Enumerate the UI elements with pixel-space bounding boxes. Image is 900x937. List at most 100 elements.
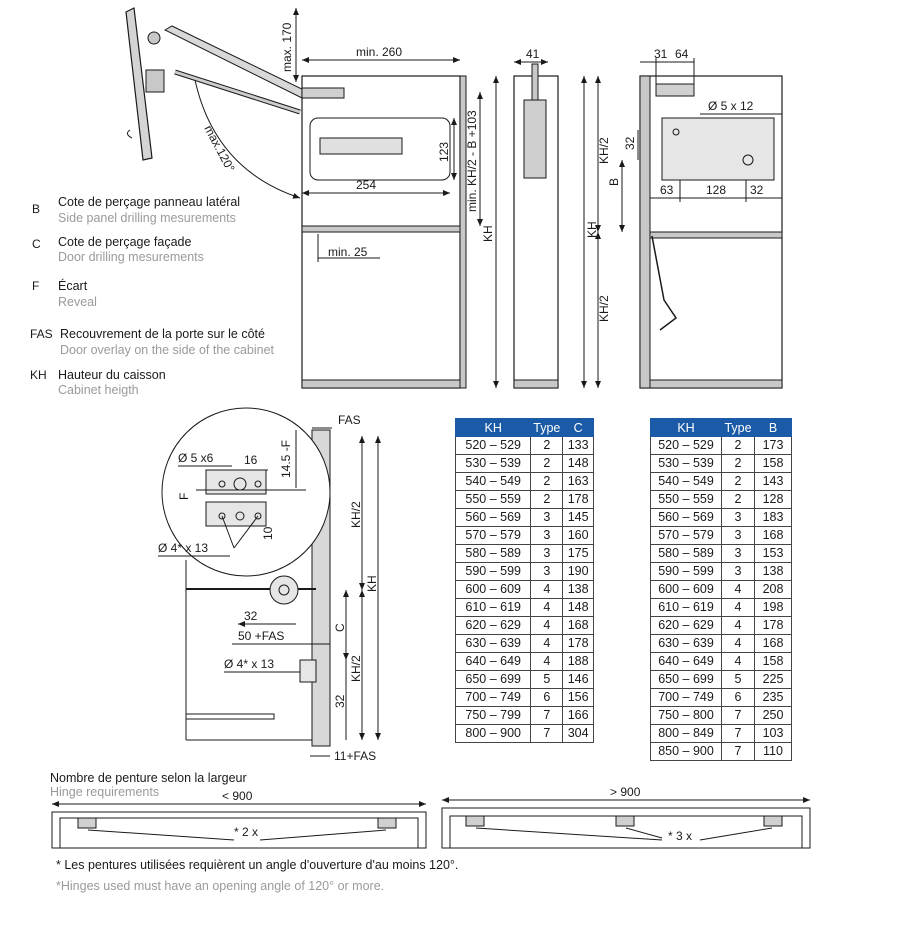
cell-kh: 580 – 589 [454,544,532,563]
mechanism-body [309,117,451,181]
cell-kh: 560 – 569 [650,508,722,527]
dim-123: 123 [437,142,451,162]
lift-arm-front [651,235,678,331]
cell-kh: 630 – 639 [454,634,532,653]
cell-kh: 620 – 629 [650,616,722,635]
cell-value: 145 [562,508,594,527]
cell-kh: 610 – 619 [454,598,532,617]
dim-min-260: min. 260 [356,45,402,59]
cell-kh: 700 – 749 [650,688,722,707]
col-header-type: Type [721,418,755,437]
cell-value: 146 [562,670,594,689]
cell-kh: 750 – 799 [454,706,532,725]
mechanism-front [661,117,775,181]
cell-kh: 640 – 649 [454,652,532,671]
cell-value: 225 [754,670,792,689]
dim-fas: FAS [338,413,361,427]
cell-value: 235 [754,688,792,707]
cell-kh: 580 – 589 [650,544,722,563]
cell-value: 208 [754,580,792,599]
cell-kh: 640 – 649 [650,652,722,671]
front-view: 31 64 Ø 5 x 12 KH/2 KH KH/2 B 32 63 128 … [581,47,783,389]
dim-32-door: 32 [244,609,258,623]
dim-min-25: min. 25 [328,245,368,259]
cell-kh: 550 – 559 [650,490,722,509]
cell-kh: 610 – 619 [650,598,722,617]
cell-value: 183 [754,508,792,527]
hinge-right-large [763,815,783,827]
cell-kh: 540 – 549 [454,472,532,491]
cell-type: 7 [721,742,755,761]
dim-min-kh2-b-103: min. KH/2 - B +103 [465,110,479,212]
cell-type: 4 [721,652,755,671]
cell-type: 6 [530,688,564,707]
col-header-type: Type [530,418,564,437]
cell-value: 178 [754,616,792,635]
cell-type: 7 [530,724,564,743]
footnote-en: *Hinges used must have an opening angle … [56,879,385,893]
dim-kh-door: KH [365,575,379,592]
dim-16: 16 [244,453,258,467]
label-3x: * 3 x [668,829,692,843]
dim-kh-front: KH [585,221,599,238]
cell-type: 7 [721,724,755,743]
hinge-plate [145,69,165,93]
cell-type: 4 [530,652,564,671]
hinge-center-large [615,815,635,827]
cell-type: 4 [530,598,564,617]
cell-type: 4 [530,634,564,653]
cell-type: 7 [721,706,755,725]
cell-type: 4 [721,580,755,599]
cell-type: 4 [530,616,564,635]
legend-fr-f: Écart [58,278,88,293]
cell-type: 3 [721,526,755,545]
cell-value: 160 [562,526,594,545]
cell-value: 250 [754,706,792,725]
dim-kh2-door-top: KH/2 [349,501,363,528]
door-panel-open [125,7,153,161]
hinge-left-small [77,817,97,829]
cell-kh: 850 – 900 [650,742,722,761]
cell-type: 6 [721,688,755,707]
dim-5x12: Ø 5 x 12 [708,99,754,113]
cell-value: 158 [754,454,792,473]
side-view: 41 [513,47,559,389]
cell-kh: 570 – 579 [650,526,722,545]
dim-64: 64 [675,47,689,61]
dim-kh2-door-bottom: KH/2 [349,655,363,682]
dim-kh2-top: KH/2 [597,137,611,164]
cell-type: 7 [530,706,564,725]
legend-fr-c: Cote de perçage façade [58,235,191,249]
cell-type: 3 [721,562,755,581]
col-header-kh: KH [454,418,532,437]
label-gt-900: > 900 [610,785,641,799]
opening-arc [194,79,301,199]
legend-fr-kh: Hauteur du caisson [58,368,166,382]
dim-5x6: Ø 5 x6 [178,451,214,465]
dim-max-170: max. 170 [280,22,294,72]
cell-type: 5 [530,670,564,689]
cell-value: 175 [562,544,594,563]
hinge-requirements: Nombre de penture selon la largeur Hinge… [50,771,811,849]
legend-code-kh: KH [30,368,47,382]
col-header-b: B [754,418,792,437]
cell-value: 138 [754,562,792,581]
cell-value: 128 [754,490,792,509]
cell-value: 148 [562,598,594,617]
cell-value: 304 [562,724,594,743]
cell-value: 156 [562,688,594,707]
legend-code-c: C [32,237,41,251]
cell-value: 133 [562,436,594,455]
